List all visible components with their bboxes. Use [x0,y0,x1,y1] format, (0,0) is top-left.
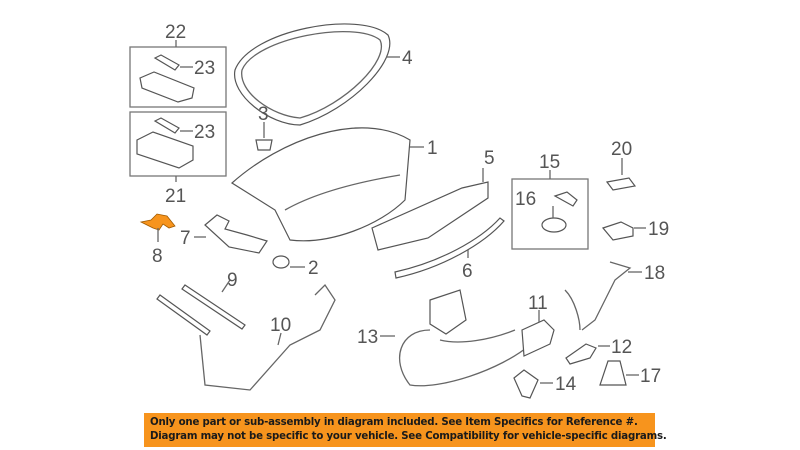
callout-20: 20 [611,139,632,160]
lock-actuator-part-13 [429,289,467,335]
hinge-part-7 [204,214,268,254]
callout-12: 12 [611,337,632,358]
callout-18: 18 [644,263,665,284]
callout-2: 2 [308,258,319,279]
part-12 [565,343,597,365]
callout-4: 4 [402,48,413,69]
callout-19: 19 [648,219,669,240]
bulb-part-23a [139,54,195,103]
callout-23a: 23 [194,58,215,79]
strip-part-6 [394,217,505,279]
housing-part-23b [136,117,194,169]
part-19 [601,221,634,241]
part-20 [605,177,637,191]
callout-1: 1 [427,138,438,159]
callout-6: 6 [462,261,473,282]
callout-3: 3 [258,104,269,125]
callout-5: 5 [484,148,495,169]
callout-13: 13 [357,327,378,348]
rod-part-18 [564,261,632,331]
bumper-part-2 [272,255,290,269]
cable-part-10 [199,283,336,391]
trunk-lid-part-1 [231,127,411,242]
callout-15: 15 [539,152,560,173]
part-16 [553,191,578,207]
disclaimer-line-2: Diagram may not be specific to your vehi… [150,431,667,442]
strut-part-9 [156,294,211,336]
callout-23b: 23 [194,122,215,143]
disclaimer-line-1: Only one part or sub-assembly in diagram… [150,417,638,428]
clip-part-3 [255,139,273,151]
callout-9: 9 [227,270,238,291]
callout-22: 22 [165,22,186,43]
garnish-part-5 [371,181,489,251]
callout-10: 10 [270,315,291,336]
callout-8: 8 [152,246,163,267]
disclaimer-banner: Only one part or sub-assembly in diagram… [144,413,667,447]
callout-7: 7 [180,228,191,249]
part-14 [513,369,539,399]
callout-16: 16 [515,189,536,210]
highlighted-part-8 [139,213,176,231]
assembly-box-21 [129,111,227,177]
callout-21: 21 [165,186,186,207]
callout-17: 17 [640,366,661,387]
callout-14: 14 [555,374,577,395]
callout-11: 11 [528,293,548,314]
weatherstrip-part-4 [234,23,391,126]
part-11 [521,319,555,357]
assembly-box-22 [129,46,227,108]
part-17 [599,360,627,386]
